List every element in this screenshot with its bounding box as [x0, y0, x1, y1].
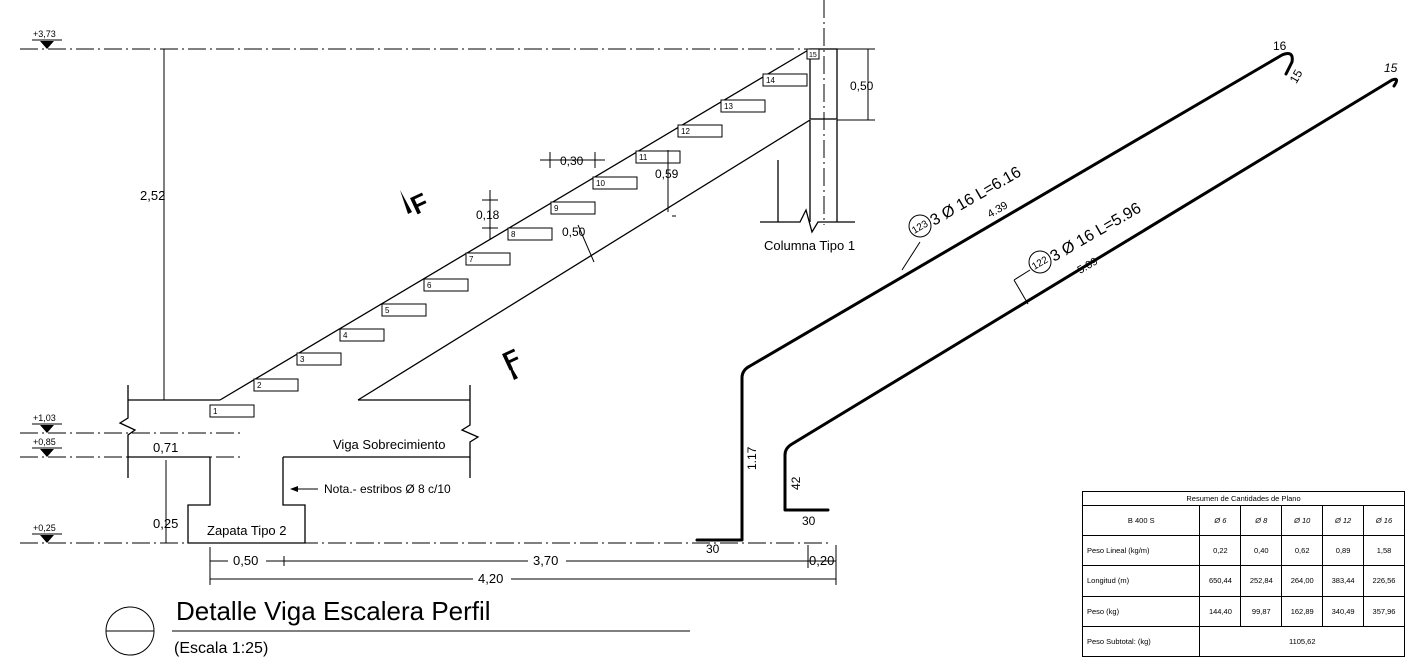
step-number: 11 [639, 153, 648, 162]
dim-top-block: 0,50 [850, 79, 874, 93]
level-marker-373: +3,73 [32, 29, 62, 49]
footing-label: Zapata Tipo 2 [207, 523, 287, 538]
step-number: 15 [809, 52, 817, 59]
beam-label: Viga Sobrecimiento [333, 437, 446, 452]
table-row: Longitud (m) 650,44 252,84 264,00 383,44… [1081, 565, 1405, 597]
subtotal-value: 1105,62 [1199, 625, 1405, 658]
table-row: Peso Subtotal: (kg) 1105,62 [1081, 625, 1405, 658]
row-label: Peso (kg) [1081, 595, 1201, 627]
dim-base-right: 0,20 [809, 553, 834, 568]
dim-beam-thickness: 0,50 [562, 224, 595, 263]
note-text: Nota.- estribos Ø 8 c/10 [324, 482, 451, 496]
step-number: 4 [343, 331, 348, 340]
step-number: 13 [724, 102, 733, 111]
bar-hook-a: 15 [1384, 61, 1398, 75]
bar-hook-a: 16 [1273, 39, 1287, 53]
table-diameter: Ø 12 [1322, 504, 1365, 537]
step-number: 14 [766, 76, 775, 85]
table-cell: 99,87 [1240, 595, 1283, 627]
step-number: 7 [469, 255, 474, 264]
table-cell: 340,49 [1322, 595, 1365, 627]
dim-slab-depth: 0,59 [655, 150, 679, 217]
step-number: 8 [511, 230, 516, 239]
step-number: 6 [427, 281, 432, 290]
level-label: +0,25 [33, 523, 56, 533]
table-cell: 252,84 [1240, 565, 1283, 597]
step-number: 5 [385, 306, 390, 315]
table-cell: 0,40 [1240, 535, 1283, 567]
table-row: Peso (kg) 144,40 99,87 162,89 340,49 357… [1081, 595, 1405, 627]
level-marker-025: +0,25 [32, 523, 62, 543]
dim-label: 2,52 [140, 188, 165, 203]
step-number: 12 [681, 127, 690, 136]
section-letter: F [406, 187, 433, 221]
dim-riser: 0,18 [476, 190, 500, 240]
table-diameter: Ø 10 [1281, 504, 1324, 537]
stirrup-note: Nota.- estribos Ø 8 c/10 [290, 482, 451, 496]
dim-base-total: 4,20 [478, 571, 503, 586]
drawing-title: Detalle Viga Escalera Perfil [176, 596, 491, 626]
dim-height-total: 2,52 [140, 49, 165, 400]
table-diameter: Ø 6 [1199, 504, 1242, 537]
dim-base-mid: 3,70 [533, 553, 558, 568]
dim-base-left: 0,50 [233, 553, 258, 568]
table-cell: 0,62 [1281, 535, 1324, 567]
table-diameter: Ø 8 [1240, 504, 1283, 537]
step-number: 9 [554, 204, 559, 213]
step-number: 2 [257, 381, 262, 390]
dim-label: 0,18 [476, 208, 500, 222]
table-cell: 383,44 [1322, 565, 1365, 597]
table-diameter: Ø 16 [1363, 504, 1405, 537]
base-dimensions: 0,50 3,70 0,20 4,20 [209, 545, 837, 586]
table-grade: B 400 S [1081, 504, 1201, 537]
row-label: Longitud (m) [1081, 565, 1201, 597]
table-cell: 650,44 [1199, 565, 1242, 597]
table-title: Resumen de Cantidades de Plano [1082, 491, 1405, 506]
rebar-122: 122 3 Ø 16 L=5.96 5.09 42 30 15 [783, 61, 1399, 528]
bar-spec: 3 Ø 16 L=6.16 [928, 164, 1025, 230]
bar-leg-length: 42 [789, 476, 803, 490]
dim-beam-depth: 0,71 [153, 440, 178, 455]
level-label: +0,85 [33, 437, 56, 447]
drawing-scale: (Escala 1:25) [174, 640, 268, 657]
bar-spec: 3 Ø 16 L=5.96 [1048, 200, 1145, 266]
section-mark-lower: F [498, 343, 525, 380]
column-label: Columna Tipo 1 [764, 238, 855, 253]
level-marker-085: +0,85 [32, 437, 62, 457]
title-block: Detalle Viga Escalera Perfil (Escala 1:2… [105, 596, 690, 657]
level-marker-103: +1,03 [32, 413, 62, 433]
table-cell: 264,00 [1281, 565, 1324, 597]
bar-hook-b: 15 [1287, 67, 1306, 86]
table-cell: 1,58 [1363, 535, 1405, 567]
table-cell: 357,96 [1363, 595, 1405, 627]
stair-steps: 1 2 3 4 5 6 7 8 9 10 11 12 13 14 15 [209, 48, 820, 418]
table-row: Peso Lineal (kg/m) 0,22 0,40 0,62 0,89 1… [1081, 535, 1405, 567]
level-label: +1,03 [33, 413, 56, 423]
step-number: 3 [300, 355, 305, 364]
step-number: 1 [213, 407, 218, 416]
dim-label: 0,30 [560, 154, 584, 168]
table-cell: 162,89 [1281, 595, 1324, 627]
table-cell: 0,89 [1322, 535, 1365, 567]
subtotal-label: Peso Subtotal: (kg) [1081, 625, 1201, 658]
bar-foot-length: 30 [802, 514, 816, 528]
section-mark-upper: F [400, 187, 433, 221]
dim-label: 0,50 [562, 225, 586, 239]
row-label: Peso Lineal (kg/m) [1081, 535, 1201, 567]
dim-label: 0,59 [655, 167, 679, 181]
bar-foot-length: 30 [706, 542, 720, 556]
table-cell: 226,56 [1363, 565, 1405, 597]
bar-leg-length: 1.17 [745, 446, 759, 470]
level-label: +3,73 [33, 29, 56, 39]
dim-tread: 0,30 [540, 152, 605, 168]
table-cell: 0,22 [1199, 535, 1242, 567]
stair-beam-profile [118, 48, 875, 544]
step-number: 10 [596, 179, 605, 188]
table-cell: 144,40 [1199, 595, 1242, 627]
section-letter: F [498, 343, 525, 377]
quantities-table: Resumen de Cantidades de Plano B 400 S Ø… [1081, 491, 1405, 658]
